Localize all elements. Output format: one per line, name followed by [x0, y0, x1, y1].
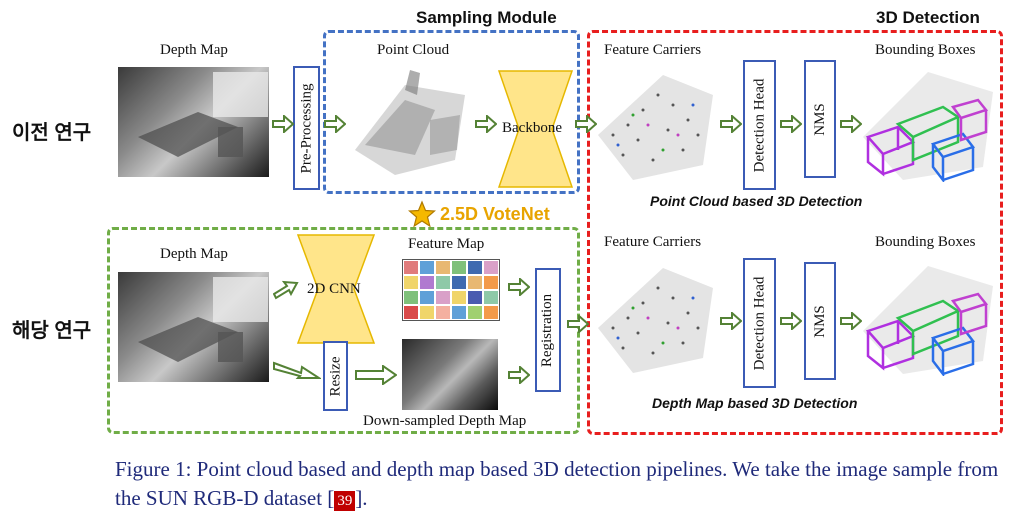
- feature-map-cell: [403, 305, 419, 320]
- top-depth-map-image: [118, 67, 269, 177]
- detection-3d-box: [587, 30, 1003, 435]
- sampling-module-title: Sampling Module: [416, 8, 557, 27]
- feature-map-cell: [467, 290, 483, 305]
- feature-map-cell: [451, 260, 467, 275]
- feature-map-cell: [435, 275, 451, 290]
- bottom-nms-label: NMS: [811, 304, 828, 338]
- feature-map-cell: [435, 305, 451, 320]
- top-nms-label: NMS: [811, 102, 828, 136]
- top-feature-carriers-label: Feature Carriers: [604, 42, 702, 58]
- arrow-icon: [273, 361, 321, 379]
- arrow-icon: [508, 278, 530, 296]
- downsampled-label: Down-sampled Depth Map: [363, 413, 527, 429]
- resize-label: Resize: [327, 356, 344, 396]
- feature-map-label: Feature Map: [408, 236, 485, 252]
- resize-box: Resize: [323, 341, 348, 411]
- arrow-icon: [355, 365, 397, 385]
- feature-map-cell: [451, 305, 467, 320]
- feature-map-grid: [402, 259, 500, 321]
- figure-caption: Figure 1: Point cloud based and depth ma…: [115, 455, 1015, 513]
- bottom-pipeline-title: Depth Map based 3D Detection: [652, 395, 858, 411]
- feature-map-cell: [403, 275, 419, 290]
- bottom-feature-carriers-label: Feature Carriers: [604, 234, 702, 250]
- feature-map-cell: [435, 290, 451, 305]
- detection-3d-title: 3D Detection: [876, 8, 980, 27]
- caption-text: Figure 1: Point cloud based and depth ma…: [115, 457, 999, 510]
- arrow-icon: [272, 115, 294, 133]
- bottom-detection-head-box: Detection Head: [743, 258, 776, 388]
- downsampled-depth-map-image: [402, 339, 498, 410]
- pre-processing-box: Pre-Processing: [293, 66, 320, 190]
- arrow-icon: [475, 115, 497, 133]
- top-bounding-boxes-image: [863, 72, 993, 182]
- arrow-icon: [324, 115, 346, 133]
- top-pipeline-title: Point Cloud based 3D Detection: [650, 193, 863, 209]
- top-detection-head-label: Detection Head: [751, 78, 767, 172]
- arrow-icon: [575, 115, 597, 133]
- feature-map-cell: [451, 290, 467, 305]
- feature-map-cell: [467, 260, 483, 275]
- feature-map-cell: [419, 260, 435, 275]
- pre-processing-label: Pre-Processing: [298, 83, 314, 173]
- citation-link[interactable]: 39: [334, 491, 356, 511]
- feature-map-cell: [403, 260, 419, 275]
- arrow-icon: [567, 315, 589, 333]
- cnn-label: 2D CNN: [307, 281, 361, 297]
- cnn-shape: [297, 234, 375, 344]
- feature-map-cell: [419, 305, 435, 320]
- bottom-nms-box: NMS: [804, 262, 836, 380]
- feature-map-cell: [483, 260, 499, 275]
- feature-map-cell: [403, 290, 419, 305]
- bottom-detection-head-label: Detection Head: [751, 276, 767, 370]
- point-cloud-label: Point Cloud: [377, 42, 450, 58]
- feature-map-cell: [419, 275, 435, 290]
- caption-end: ].: [355, 486, 368, 510]
- top-feature-carriers-image: [598, 75, 713, 180]
- feature-map-cell: [451, 275, 467, 290]
- arrow-icon: [840, 115, 862, 133]
- registration-box: Registration: [535, 268, 561, 392]
- row-label-previous: 이전 연구: [12, 122, 92, 144]
- feature-map-cell: [483, 290, 499, 305]
- feature-map-cell: [483, 275, 499, 290]
- backbone-shape: [498, 70, 573, 188]
- top-bounding-boxes-label: Bounding Boxes: [875, 42, 976, 58]
- top-nms-box: NMS: [804, 60, 836, 178]
- bottom-bounding-boxes-label: Bounding Boxes: [875, 234, 976, 250]
- registration-label: Registration: [539, 293, 556, 367]
- feature-map-cell: [419, 290, 435, 305]
- bottom-depth-map-label: Depth Map: [160, 246, 228, 262]
- top-detection-head-box: Detection Head: [743, 60, 776, 190]
- feature-map-cell: [483, 305, 499, 320]
- feature-map-cell: [467, 305, 483, 320]
- backbone-label: Backbone: [502, 120, 562, 136]
- votenet-label: 2.5D VoteNet: [440, 204, 550, 224]
- row-label-current: 해당 연구: [12, 320, 92, 342]
- feature-map-cell: [467, 275, 483, 290]
- arrow-icon: [508, 366, 530, 384]
- bottom-bounding-boxes-image: [863, 266, 993, 376]
- bottom-feature-carriers-image: [598, 268, 713, 373]
- bottom-depth-map-image: [118, 272, 269, 382]
- sampling-module-box: [323, 30, 580, 194]
- arrow-icon: [780, 312, 802, 330]
- feature-map-cell: [435, 260, 451, 275]
- arrow-icon: [720, 312, 742, 330]
- arrow-icon: [273, 280, 299, 300]
- point-cloud-image: [355, 70, 465, 175]
- arrow-icon: [720, 115, 742, 133]
- top-depth-map-label: Depth Map: [160, 42, 228, 58]
- arrow-icon: [780, 115, 802, 133]
- star-icon: [408, 200, 436, 228]
- arrow-icon: [840, 312, 862, 330]
